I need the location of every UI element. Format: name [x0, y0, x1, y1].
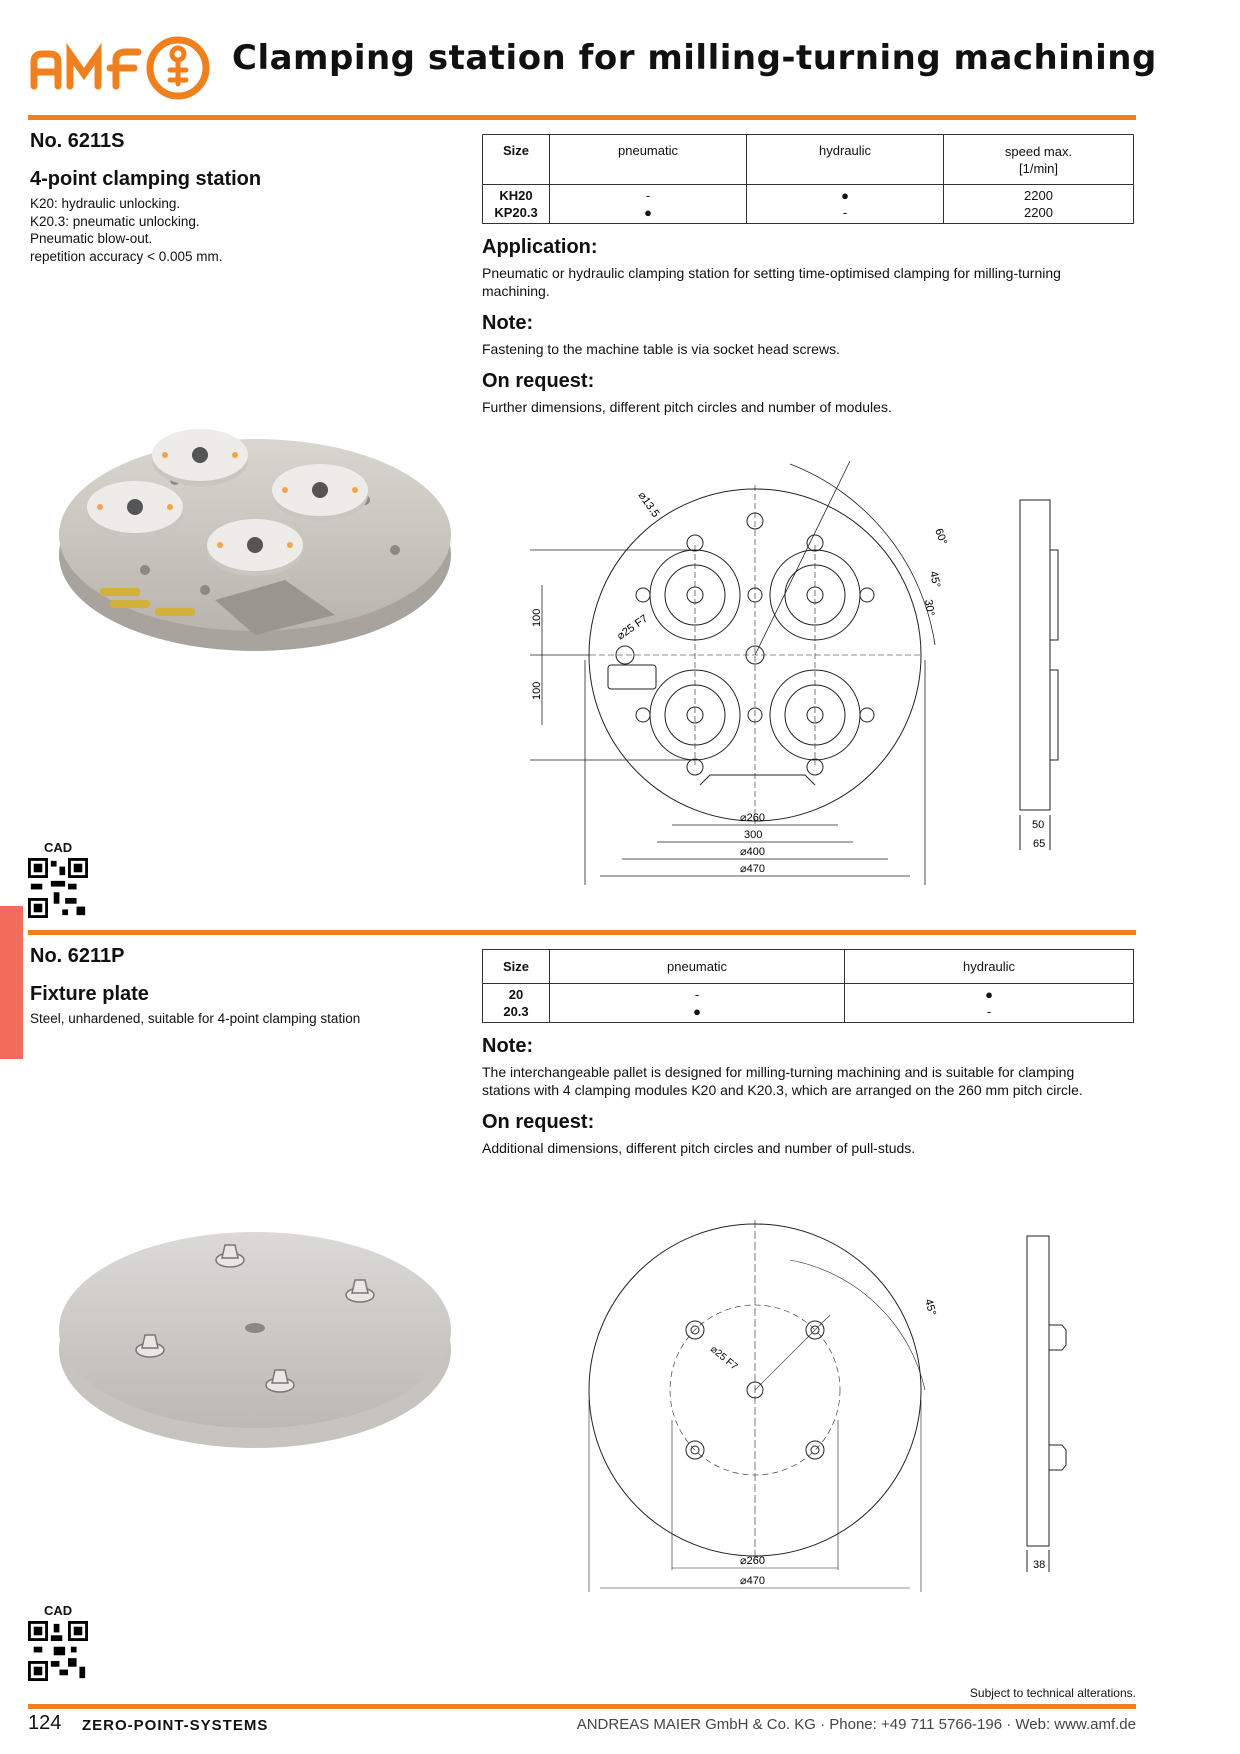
- dim-diameter-400: ⌀400: [740, 846, 765, 858]
- clamping-station-photo: [59, 429, 451, 651]
- description-line: K20.3: pneumatic unlocking.: [30, 213, 200, 229]
- col-header-size: Size: [482, 949, 550, 984]
- col-header-pneumatic: pneumatic: [549, 134, 747, 185]
- dim-side-38: 38: [1033, 1559, 1045, 1571]
- product-name: Fixture plate: [30, 983, 149, 1005]
- cad-label: CAD: [44, 1603, 73, 1618]
- page-number: 124: [28, 1712, 62, 1734]
- footer-note: Subject to technical alterations.: [969, 1686, 1136, 1700]
- col-header-pneumatic: pneumatic: [549, 949, 845, 984]
- dim-side-65: 65: [1033, 838, 1045, 850]
- on-request-heading: On request:: [482, 370, 595, 392]
- cad-qr-code[interactable]: [28, 1621, 88, 1681]
- dim-angle-45: 45°: [922, 1298, 938, 1317]
- table-cell: -●: [549, 983, 845, 1023]
- description-line: K20: hydraulic unlocking.: [30, 196, 181, 211]
- dim-vertical: 100: [531, 609, 543, 627]
- dim-vertical: 100: [531, 682, 543, 700]
- table-cell: -●: [549, 184, 747, 224]
- on-request-heading: On request:: [482, 1111, 595, 1133]
- product-number: No. 6211P: [30, 945, 125, 967]
- stud-hole: [685, 1320, 705, 1340]
- pull-stud: [135, 1244, 375, 1393]
- spec-table: Size pneumatic hydraulic speed max.[1/mi…: [482, 134, 1134, 224]
- note-text: Fastening to the machine table is via so…: [482, 341, 840, 357]
- fixture-plate-photo: [59, 1232, 451, 1448]
- stud-hole: [685, 1440, 705, 1460]
- product-description: Steel, unhardened, suitable for 4-point …: [30, 1010, 360, 1028]
- dim-center-bore: ⌀25 F7: [708, 1344, 740, 1373]
- product-name: 4-point clamping station: [30, 168, 262, 190]
- col-header-speed: speed max.[1/min]: [943, 134, 1134, 185]
- application-text: Pneumatic or hydraulic clamping station …: [482, 265, 1061, 299]
- product-description: K20: hydraulic unlocking. K20.3: pneumat…: [30, 195, 222, 265]
- side-view: [1019, 499, 1059, 850]
- header-divider: [28, 115, 1136, 120]
- on-request-text: Additional dimensions, different pitch c…: [482, 1140, 916, 1156]
- dim-diameter-470: ⌀470: [740, 863, 765, 875]
- stud-hole: [805, 1320, 825, 1340]
- dim-angle-60: 60°: [932, 527, 949, 547]
- dim-angle-30: 30°: [922, 599, 936, 617]
- footer-section-title: ZERO-POINT-SYSTEMS: [82, 1717, 269, 1734]
- on-request-text: Further dimensions, different pitch circ…: [482, 399, 892, 415]
- footer-divider: [28, 1704, 1136, 1709]
- note-heading: Note:: [482, 312, 534, 334]
- description-line: Steel, unhardened, suitable for 4-point …: [30, 1011, 361, 1026]
- table-cell: ●-: [746, 184, 944, 224]
- description-line: repetition accuracy < 0.005 mm.: [30, 248, 223, 264]
- fixture-plate-drawing: 45° ⌀25 F7 ⌀260 ⌀470 38: [588, 1220, 1067, 1592]
- col-header-hydraulic: hydraulic: [746, 134, 944, 185]
- note-heading: Note:: [482, 1035, 534, 1057]
- amf-logo: [30, 36, 210, 100]
- dim-pitch-circle: ⌀260: [740, 1555, 765, 1567]
- note-text: The interchangeable pallet is designed f…: [482, 1064, 1083, 1098]
- product-number: No. 6211S: [30, 130, 125, 152]
- cad-label: CAD: [44, 840, 73, 855]
- dim-center-bore: ⌀25 F7: [615, 613, 650, 643]
- side-view: [1026, 1235, 1067, 1572]
- page-title: Clamping station for milling-turning mac…: [232, 38, 1157, 78]
- side-tab-marker: [0, 906, 23, 1059]
- dim-angle-45: 45°: [927, 570, 942, 589]
- description-line: Pneumatic blow-out.: [30, 231, 153, 246]
- dim-diameter-470: ⌀470: [740, 1575, 765, 1587]
- dim-pitch-circle: ⌀260: [740, 812, 765, 824]
- application-heading: Application:: [482, 236, 598, 258]
- section-divider: [28, 930, 1136, 935]
- dim-hole-diameter: ⌀13.5: [636, 490, 662, 520]
- table-cell: ●-: [844, 983, 1134, 1023]
- dim-width: 300: [744, 829, 762, 841]
- col-header-hydraulic: hydraulic: [844, 949, 1134, 984]
- stud-hole: [805, 1440, 825, 1460]
- clamping-station-drawing: ⌀13.5 ⌀25 F7 60° 45° 30° 150 100 150 100…: [530, 460, 1059, 885]
- cad-qr-code[interactable]: [28, 858, 88, 918]
- dim-side-50: 50: [1032, 819, 1044, 831]
- col-header-size: Size: [482, 134, 550, 185]
- footer-company-info: ANDREAS MAIER GmbH & Co. KG · Phone: +49…: [576, 1716, 1136, 1733]
